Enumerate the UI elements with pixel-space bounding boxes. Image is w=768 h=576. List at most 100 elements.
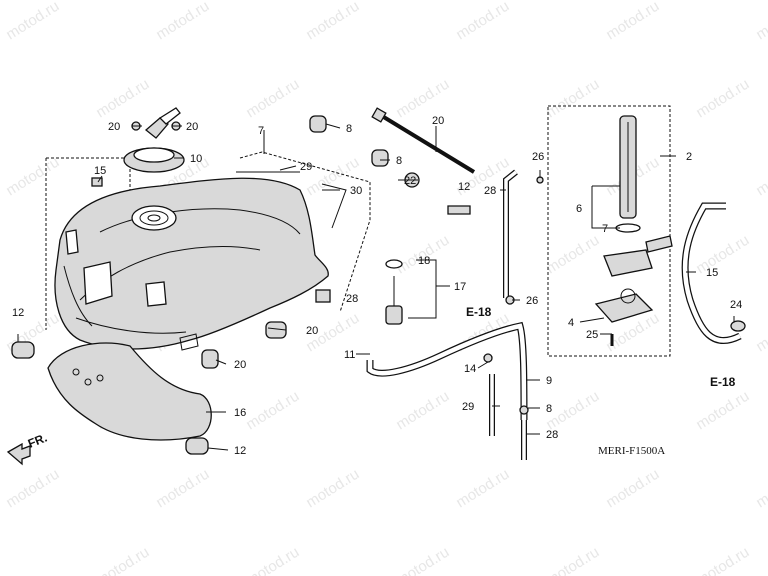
watermark-text: motod.ru xyxy=(3,466,62,512)
watermark-text: motod.ru xyxy=(303,0,362,43)
collar-8a xyxy=(309,115,327,133)
callout: 24 xyxy=(730,299,742,311)
callout: 20 xyxy=(108,121,120,133)
watermark-text: motod.ru xyxy=(153,0,212,43)
callout: 12 xyxy=(12,307,24,319)
clamp-30 xyxy=(315,289,331,303)
watermark-text: motod.ru xyxy=(93,544,152,576)
callout: 8 xyxy=(346,123,352,135)
rubber-cushion-12b xyxy=(185,437,209,455)
callout: 10 xyxy=(190,153,202,165)
callout: 14 xyxy=(464,363,476,375)
callout: 2 xyxy=(686,151,692,163)
pad-hole xyxy=(72,368,80,376)
watermark-text: motod.ru xyxy=(0,232,2,278)
watermark-text: motod.ru xyxy=(753,310,768,356)
watermark-text: motod.ru xyxy=(303,466,362,512)
callout: 8 xyxy=(396,155,402,167)
callout: 12 xyxy=(458,181,470,193)
watermark-text: motod.ru xyxy=(693,232,752,278)
watermark-text: motod.ru xyxy=(393,388,452,434)
callout: 7 xyxy=(602,223,608,235)
breather-hose-27-inner xyxy=(504,170,518,298)
callout-labels: 7 20 20 10 15 8 8 20 22 12 29 30 18 17 2… xyxy=(12,115,742,457)
joint-15 xyxy=(483,353,493,363)
watermark-text: motod.ru xyxy=(453,466,512,512)
callout: 15 xyxy=(94,165,106,177)
pad-hole xyxy=(96,374,104,382)
clip-19 xyxy=(91,177,103,187)
watermark-text: motod.ru xyxy=(243,388,302,434)
fuel-level-sensor xyxy=(385,259,403,325)
callout: 22 xyxy=(404,175,416,187)
fuel-cock-assembly xyxy=(594,115,673,346)
callout: 25 xyxy=(586,329,598,341)
watermark-text: motod.ru xyxy=(753,466,768,512)
fuel-cock-group-outline xyxy=(547,105,671,357)
callout: 20 xyxy=(186,121,198,133)
callout: 15 xyxy=(706,267,718,279)
fuel-tank xyxy=(54,177,329,351)
callout: 20 xyxy=(306,325,318,337)
watermark-text: motod.ru xyxy=(693,76,752,122)
fuel-hose-11-inner xyxy=(367,323,527,421)
leader-lines xyxy=(17,123,735,451)
callout: 11 xyxy=(344,349,355,361)
watermark-text: motod.ru xyxy=(153,466,212,512)
watermark-text: motod.ru xyxy=(0,76,2,122)
callout: 30 xyxy=(350,185,362,197)
front-label: FR. xyxy=(26,431,49,451)
rubber-cushion-12a xyxy=(11,341,35,359)
callout: 17 xyxy=(454,281,466,293)
callout: 9 xyxy=(546,375,552,387)
callout: 18 xyxy=(418,255,430,267)
collar-8b xyxy=(371,149,389,167)
callout: 20 xyxy=(432,115,444,127)
tank-pad xyxy=(47,342,212,441)
section-ref: E-18 xyxy=(466,305,492,319)
callout: 28 xyxy=(546,429,558,441)
callout: 28 xyxy=(484,185,496,197)
front-direction-arrow xyxy=(6,442,31,466)
watermark-text: motod.ru xyxy=(3,0,62,43)
fuel-cap-assembly xyxy=(123,107,185,173)
tank-rubber-31 xyxy=(236,171,347,229)
cushion-9 xyxy=(447,205,471,215)
watermark-text: motod.ru xyxy=(693,388,752,434)
callout: 29 xyxy=(300,161,312,173)
watermark-text: motod.ru xyxy=(543,544,602,576)
watermark-text: motod.ru xyxy=(243,544,302,576)
callout: 29 xyxy=(462,401,474,413)
callout: 16 xyxy=(234,407,246,419)
callout: 7 xyxy=(258,125,264,137)
watermark-text: motod.ru xyxy=(753,0,768,43)
callout: 6 xyxy=(576,203,582,215)
watermark-text: motod.ru xyxy=(243,76,302,122)
pad-hole xyxy=(84,378,92,386)
callout: 12 xyxy=(234,445,246,457)
watermark-text: motod.ru xyxy=(543,76,602,122)
tank-group-outline xyxy=(45,151,371,330)
watermark-text: motod.ru xyxy=(0,544,2,576)
watermark-text: motod.ru xyxy=(393,544,452,576)
watermark-text: motod.ru xyxy=(93,76,152,122)
callout: 4 xyxy=(568,317,574,329)
watermark-text: motod.ru xyxy=(0,388,2,434)
callout: 26 xyxy=(532,151,544,163)
bolt-22 xyxy=(371,107,476,174)
diagram-code: MERI-F1500A xyxy=(598,445,665,457)
callout: 26 xyxy=(526,295,538,307)
watermark-text: motod.ru xyxy=(693,544,752,576)
rubber-grommet-20a xyxy=(201,349,219,369)
callout: 28 xyxy=(346,293,358,305)
watermark-text: motod.ru xyxy=(453,0,512,43)
tube-14-inner xyxy=(682,203,742,343)
section-ref: E-18 xyxy=(710,375,736,389)
callout: 20 xyxy=(234,359,246,371)
clip-6 xyxy=(519,405,529,415)
watermark-text: motod.ru xyxy=(603,0,662,43)
watermark-text: motod.ru xyxy=(753,154,768,200)
watermark-text: motod.ru xyxy=(543,232,602,278)
